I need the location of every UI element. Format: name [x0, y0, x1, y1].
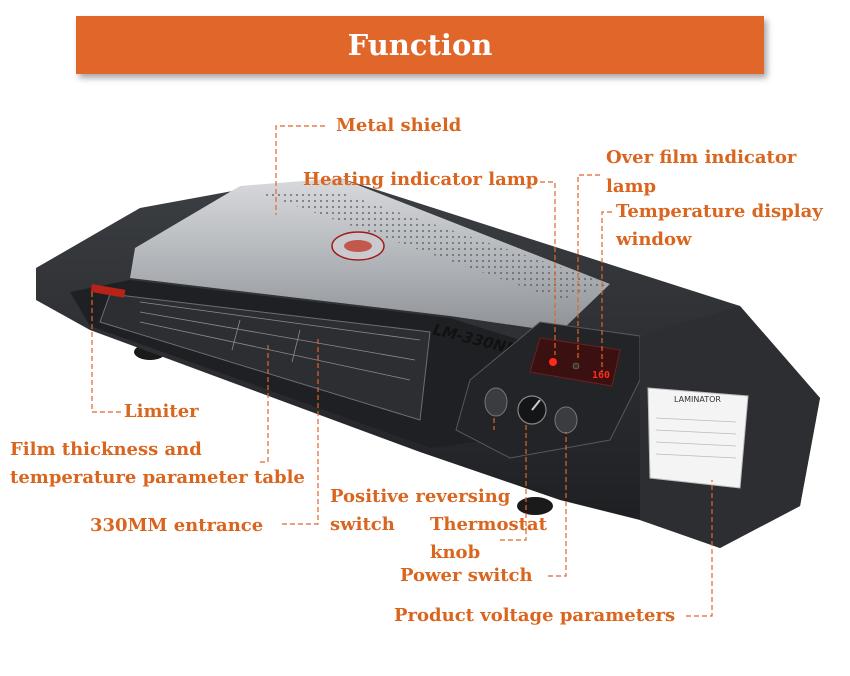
label-temp-display-line1: Temperature display: [616, 201, 823, 222]
label-heating-lamp: Heating indicator lamp: [303, 169, 539, 190]
reversing-switch[interactable]: [484, 387, 508, 417]
title-banner: Function: [76, 16, 764, 74]
label-reversing-line2: switch: [330, 514, 395, 535]
label-power-switch: Power switch: [400, 565, 533, 586]
label-over-film-lamp-line2: lamp: [606, 176, 657, 197]
label-entrance: 330MM entrance: [90, 515, 264, 536]
heating-indicator-lamp: [549, 358, 557, 366]
banner-title: Function: [347, 28, 493, 62]
vent-grille: [262, 194, 610, 300]
label-thermostat-line1: Thermostat: [430, 514, 547, 535]
label-temp-display-line2: window: [616, 229, 692, 250]
label-reversing-line1: Positive reversing: [330, 486, 511, 507]
label-film-table-line2: temperature parameter table: [10, 467, 305, 488]
label-limiter: Limiter: [124, 401, 199, 422]
temperature-display-value: 160: [592, 370, 610, 381]
sticker-title: LAMINATOR: [674, 395, 721, 404]
voltage-sticker: [647, 387, 749, 489]
over-film-indicator-lamp: [572, 362, 580, 370]
label-thermostat-line2: knob: [430, 542, 481, 563]
label-metal-shield: Metal shield: [336, 115, 462, 136]
label-film-table-line1: Film thickness and: [10, 439, 202, 460]
label-over-film-lamp-line1: Over film indicator: [606, 147, 797, 168]
label-voltage-params: Product voltage parameters: [394, 605, 676, 626]
power-switch[interactable]: [554, 406, 578, 434]
